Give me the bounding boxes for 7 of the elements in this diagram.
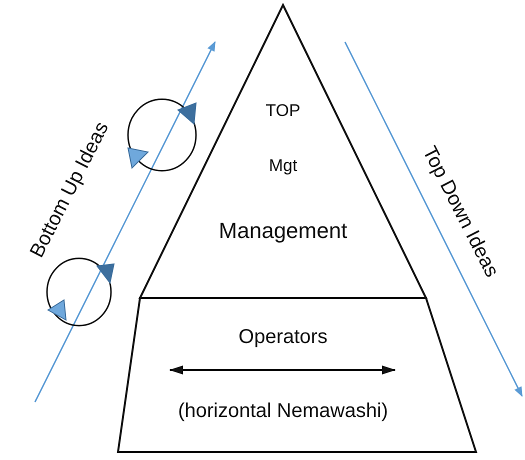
pyramid-top-section <box>140 5 426 298</box>
direction-label: Top Down Ideas <box>417 142 503 282</box>
pyramid-bottom-section <box>118 298 476 452</box>
section-label: (horizontal Nemawashi) <box>178 400 388 423</box>
section-label: Operators <box>238 326 328 349</box>
section-label: Management <box>218 218 348 244</box>
section-heading: TOP Mgt <box>264 100 302 177</box>
